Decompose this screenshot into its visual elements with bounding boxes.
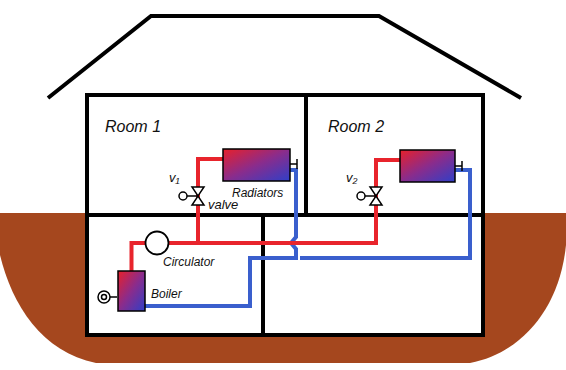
- radiator-shape: [222, 148, 300, 184]
- return-pipe: [300, 170, 470, 258]
- room: Room 1 Radiators: [89, 97, 304, 213]
- radiator: [400, 150, 455, 182]
- house-wall: [87, 95, 483, 335]
- room-name: Room 1: [105, 118, 161, 136]
- valve-symbol: [179, 187, 204, 205]
- circulator-pump: Circulator: [144, 230, 217, 272]
- radiator-tap: [461, 161, 463, 171]
- radiator-box: Radiators: [222, 148, 302, 203]
- part-name: Radiators: [232, 187, 283, 201]
- room-wall: [304, 95, 308, 215]
- pipe: [145, 170, 296, 306]
- valve-name: v₁: [169, 171, 180, 185]
- room: Room 2: [308, 97, 481, 213]
- boiler-box: Boiler: [117, 270, 184, 315]
- valve-symbol: [357, 187, 382, 205]
- basement-wall: [261, 215, 265, 335]
- room-name: Room 2: [328, 118, 384, 136]
- part-name: valve: [208, 198, 238, 212]
- valve-name: v₂: [346, 171, 357, 185]
- boiler-knob: [98, 291, 117, 303]
- radiator-tap: [455, 165, 462, 167]
- house-interior: [87, 95, 483, 335]
- pump-shape: [144, 230, 172, 258]
- part-name: Circulator: [163, 256, 214, 270]
- pipe: [132, 243, 146, 271]
- boiler-shape: [117, 270, 147, 313]
- part-name: Boiler: [151, 288, 182, 302]
- floor: [87, 213, 483, 217]
- roof: [48, 16, 521, 98]
